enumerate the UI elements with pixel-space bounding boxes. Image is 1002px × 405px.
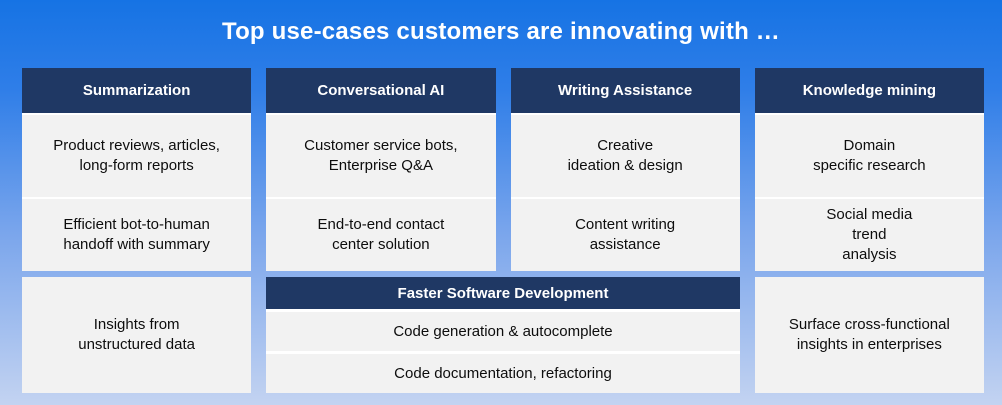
column-header-conversational-ai: Conversational AI xyxy=(266,68,496,113)
use-case-cell: Code generation & autocomplete xyxy=(266,312,740,351)
column-knowledge-mining: Knowledge mining Domain specific researc… xyxy=(754,68,984,271)
use-case-cell: Content writing assistance xyxy=(510,199,740,271)
column-header-knowledge-mining: Knowledge mining xyxy=(754,68,984,113)
use-case-cell: Code documentation, refactoring xyxy=(266,354,740,393)
use-case-cell: Domain specific research xyxy=(754,115,984,197)
column-header-writing-assistance: Writing Assistance xyxy=(510,68,740,113)
use-case-cell: Surface cross-functional insights in ent… xyxy=(754,277,984,393)
use-case-cell: Social media trend analysis xyxy=(754,199,984,271)
faster-software-development-block: Faster Software Development Code generat… xyxy=(266,277,740,393)
use-case-cell: End-to-end contact center solution xyxy=(266,199,496,271)
column-header-faster-software-development: Faster Software Development xyxy=(266,277,740,309)
page-title: Top use-cases customers are innovating w… xyxy=(221,18,781,45)
use-case-cell: Efficient bot-to-human handoff with summ… xyxy=(22,199,252,271)
column-conversational-ai: Conversational AI Customer service bots,… xyxy=(266,68,496,271)
column-summarization: Summarization Product reviews, articles,… xyxy=(22,68,252,271)
column-header-summarization: Summarization xyxy=(22,68,252,113)
use-case-board: Summarization Product reviews, articles,… xyxy=(22,68,984,393)
use-case-cell: Insights from unstructured data xyxy=(22,277,252,393)
use-case-cell: Product reviews, articles, long-form rep… xyxy=(22,115,252,197)
column-writing-assistance: Writing Assistance Creative ideation & d… xyxy=(510,68,740,271)
use-case-cell: Creative ideation & design xyxy=(510,115,740,197)
use-case-cell: Customer service bots, Enterprise Q&A xyxy=(266,115,496,197)
